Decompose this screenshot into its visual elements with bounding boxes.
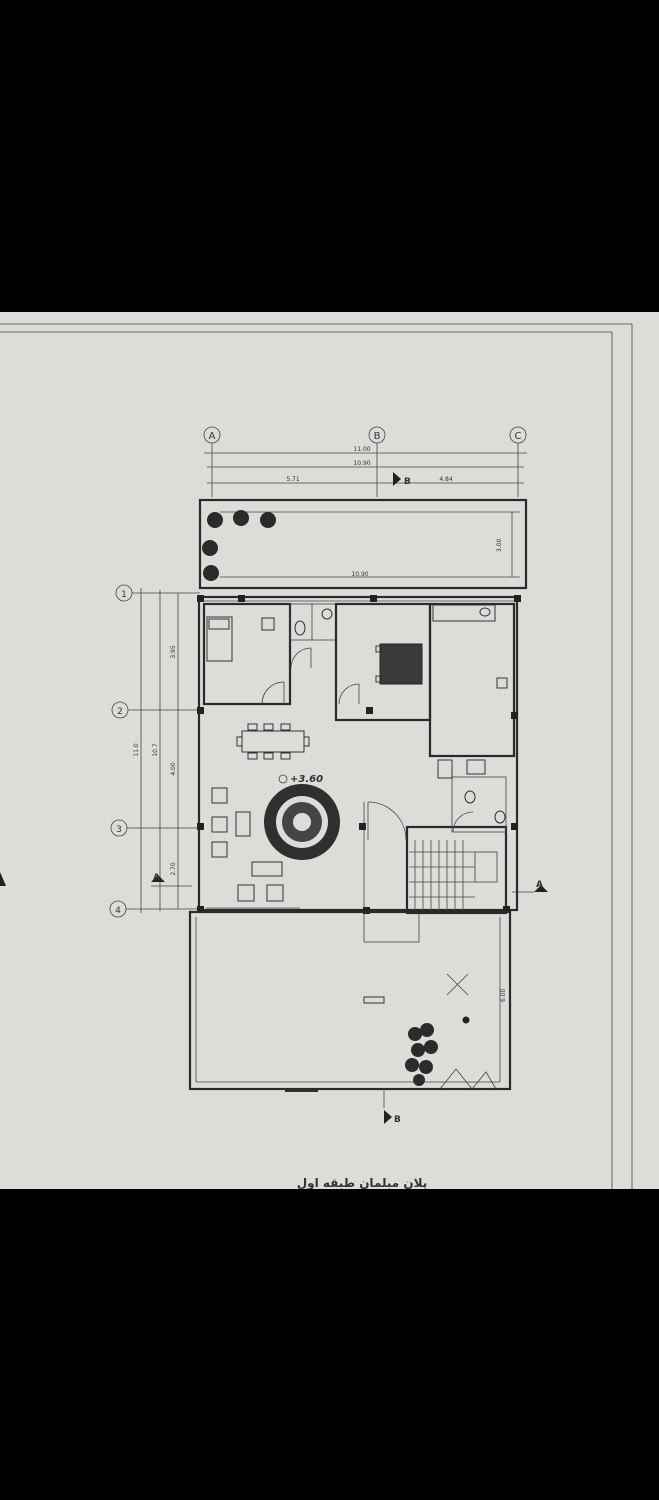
section-a-edge-marker xyxy=(0,872,6,886)
toilet-icon xyxy=(294,620,306,636)
dim-yard-width: 10.90 xyxy=(351,571,368,578)
dining-table-icon xyxy=(241,730,305,753)
round-rug-icon xyxy=(264,784,340,860)
grid-axis-4: 4 xyxy=(109,900,200,918)
dim-span-3-4: 2.70 xyxy=(170,862,177,876)
armchair-icon xyxy=(237,884,255,902)
entrance-door xyxy=(367,801,407,841)
tree-icon xyxy=(202,540,218,556)
fridge-icon xyxy=(437,759,453,779)
dim-yard-depth: 3.00 xyxy=(496,538,503,552)
grid-axis-a-label: A xyxy=(209,431,216,442)
dim-terrace-depth: 6.00 xyxy=(500,988,507,1002)
dim-overall-depth: 11.0 xyxy=(133,743,140,757)
structural-columns xyxy=(197,595,521,914)
section-b-bottom-marker: B xyxy=(383,1089,401,1125)
front-yard: 3.00 10.90 xyxy=(198,498,528,590)
double-bed-icon xyxy=(379,643,423,685)
grid-axis-2: 2 xyxy=(111,701,200,719)
elevation-label: +3.60 xyxy=(290,774,323,785)
grid-axis-a: A xyxy=(203,426,221,497)
tree-icon xyxy=(203,565,219,581)
sink-icon xyxy=(321,608,333,620)
light-fixture-icon xyxy=(462,1016,470,1024)
gate-icon xyxy=(439,1068,473,1090)
grid-axis-3-label: 3 xyxy=(116,825,122,835)
dim-overall-width: 11.00 xyxy=(353,446,370,453)
section-a-right-label: A xyxy=(536,880,543,890)
elevation-marker: +3.60 xyxy=(278,774,323,785)
section-b-top-marker: B xyxy=(393,472,411,487)
master-bedroom-furniture xyxy=(338,643,423,705)
grid-axis-4-label: 4 xyxy=(115,906,121,916)
tree-icon xyxy=(233,510,249,526)
section-a-left-label: A xyxy=(153,873,160,883)
toilet-icon xyxy=(494,810,506,824)
armchair-icon xyxy=(211,816,228,833)
grid-axis-1-label: 1 xyxy=(121,590,127,600)
top-dimensions: 11.00 10.90 5.71 4.84 xyxy=(204,446,527,484)
tree-icon xyxy=(207,512,223,528)
section-b-bottom-label: B xyxy=(394,1115,401,1125)
front-terrace: 6.00 xyxy=(188,910,512,1092)
grid-axis-3: 3 xyxy=(110,819,200,837)
dim-left-span: 5.71 xyxy=(286,476,300,483)
dim-inner-depth: 10.7 xyxy=(152,743,159,757)
bedroom-1-furniture xyxy=(206,616,285,705)
living-dining-furniture: +3.60 xyxy=(206,723,340,909)
grid-axis-c-label: C xyxy=(515,431,522,442)
left-dimensions: 11.0 10.7 3.95 4.00 2.70 xyxy=(133,588,179,913)
single-bed-icon xyxy=(206,616,233,662)
cross-mark-icon xyxy=(446,973,469,996)
tree-cluster-icon xyxy=(405,1023,438,1086)
door-swing-icon xyxy=(290,647,312,669)
stove-icon xyxy=(496,677,508,689)
staircase xyxy=(409,840,498,910)
armchair-icon xyxy=(266,884,284,902)
dim-inner-width: 10.90 xyxy=(353,460,370,467)
drawing-sheet: A B C 11.00 10.90 5.71 4.84 B 1 2 3 xyxy=(0,312,659,1189)
door-swing-icon xyxy=(338,683,360,705)
tree-icon xyxy=(260,512,276,528)
door-swing-icon xyxy=(452,811,474,833)
grid-axis-b: B xyxy=(368,426,386,497)
armchair-icon xyxy=(211,787,228,804)
toilet-icon xyxy=(464,790,476,804)
grid-axis-1: 1 xyxy=(115,584,200,602)
door-swing-icon xyxy=(261,681,285,705)
grid-axis-2-label: 2 xyxy=(117,707,123,717)
kitchen-counter xyxy=(432,604,496,622)
coffee-table-icon xyxy=(251,861,283,877)
section-a-right-marker: A xyxy=(512,880,548,893)
dim-right-span: 4.84 xyxy=(439,476,453,483)
coffee-table-icon xyxy=(235,811,251,837)
bathroom-fixtures xyxy=(290,608,333,669)
bench-icon xyxy=(363,996,385,1004)
section-b-top-label: B xyxy=(404,477,411,487)
section-a-left-marker: A xyxy=(151,873,192,887)
drawing-title: پلان مبلمان طبقه اول xyxy=(297,1176,428,1189)
armchair-icon xyxy=(211,841,228,858)
grid-axis-b-label: B xyxy=(374,431,381,442)
grid-axis-c: C xyxy=(509,426,527,497)
dim-span-2-3: 4.00 xyxy=(170,762,177,776)
building-walls xyxy=(197,595,519,943)
sink-icon xyxy=(479,607,491,617)
dim-span-1-2: 3.95 xyxy=(170,645,177,659)
armchair-icon xyxy=(261,617,275,631)
floor-plan: A B C 11.00 10.90 5.71 4.84 B 1 2 3 xyxy=(0,323,633,1189)
kitchen-fixtures xyxy=(432,604,508,833)
